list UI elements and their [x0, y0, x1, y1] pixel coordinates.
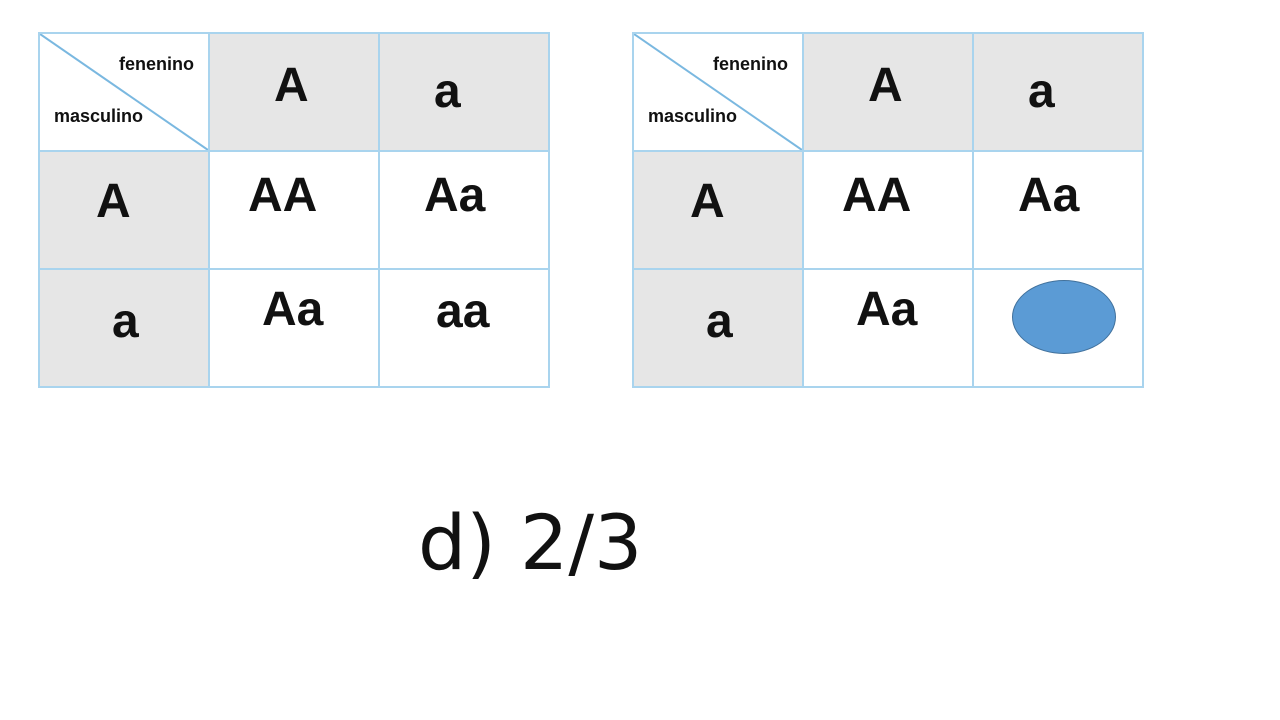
genotype-cell: Aa — [802, 268, 974, 388]
allele-label: A — [274, 59, 309, 112]
genotype-cell: AA — [802, 150, 974, 270]
genotype-cell: AA — [208, 150, 380, 270]
col-header-1: A — [208, 32, 380, 152]
diagonal-line — [635, 35, 801, 149]
corner-cell: fenenino masculino — [38, 32, 210, 152]
row-header-2: a — [632, 268, 804, 388]
genotype-cell: Aa — [378, 150, 550, 270]
allele-label: a — [112, 295, 139, 348]
row-header-1: A — [632, 150, 804, 270]
female-label: fenenino — [713, 54, 788, 74]
male-label: masculino — [54, 106, 144, 126]
genotype-label: AA — [248, 169, 318, 222]
row-header-1: A — [38, 150, 210, 270]
allele-label: A — [690, 175, 725, 228]
cover-oval — [1012, 280, 1116, 354]
allele-label: A — [868, 59, 903, 112]
allele-label: A — [96, 175, 131, 228]
punnett-square-covered: fenenino masculino A a A AA Aa a Aa — [632, 32, 1144, 388]
allele-label: a — [434, 65, 461, 118]
genotype-label: Aa — [262, 283, 324, 336]
punnett-square-full: fenenino masculino A a A AA Aa a Aa aa — [38, 32, 550, 388]
genotype-label: Aa — [856, 283, 918, 336]
allele-label: a — [1028, 65, 1055, 118]
genotype-label: AA — [842, 169, 912, 222]
genotype-cell-covered — [972, 268, 1144, 388]
corner-cell: fenenino masculino — [632, 32, 804, 152]
col-header-1: A — [802, 32, 974, 152]
answer-text: d) 2/3 — [418, 498, 643, 587]
genotype-label: Aa — [1018, 169, 1080, 222]
genotype-cell: Aa — [208, 268, 380, 388]
genotype-cell: aa — [378, 268, 550, 388]
female-label: fenenino — [119, 54, 194, 74]
genotype-label: aa — [436, 285, 490, 338]
col-header-2: a — [378, 32, 550, 152]
diagonal-line — [41, 35, 207, 149]
row-header-2: a — [38, 268, 210, 388]
genotype-label: Aa — [424, 169, 486, 222]
genotype-cell: Aa — [972, 150, 1144, 270]
male-label: masculino — [648, 106, 738, 126]
allele-label: a — [706, 295, 733, 348]
col-header-2: a — [972, 32, 1144, 152]
